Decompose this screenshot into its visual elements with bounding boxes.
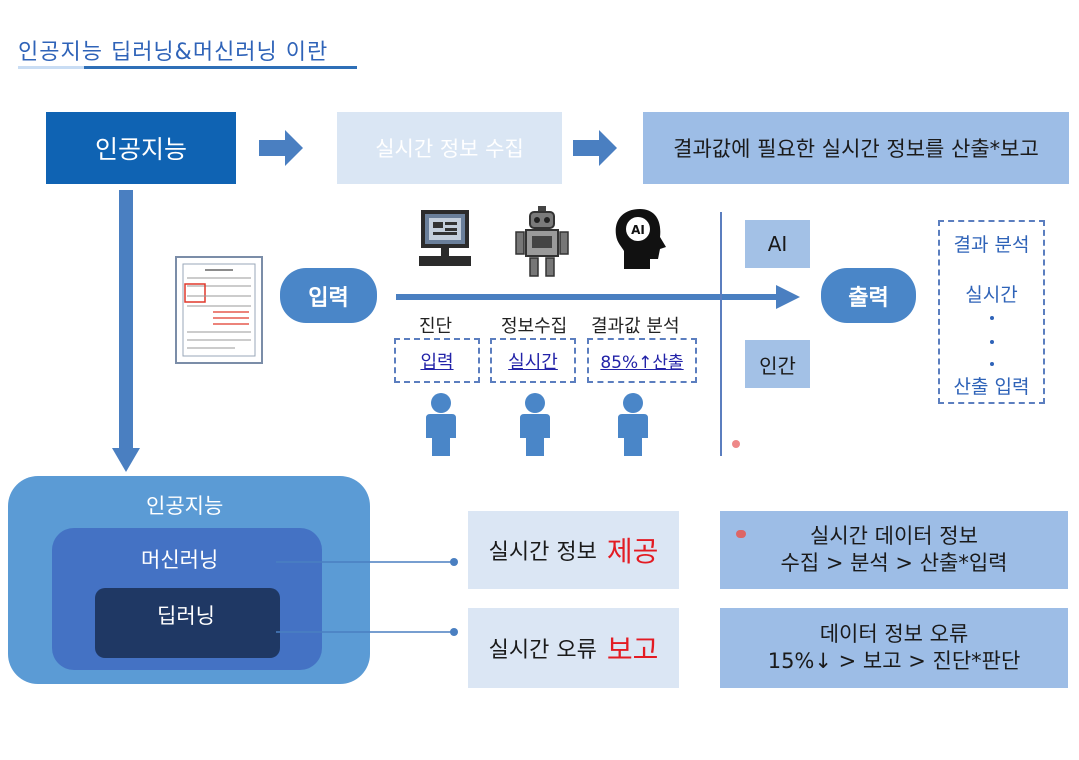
- result-box-label: 결과값에 필요한 실시간 정보를 산출*보고: [673, 137, 1039, 161]
- result-list-box: 결과 분석 실시간 산출 입력: [938, 220, 1045, 404]
- input-pill: 입력: [280, 268, 377, 323]
- ai-label-box: AI: [745, 220, 810, 268]
- result-list-dot: [990, 362, 994, 366]
- step-label-analysis: 결과값 분석: [591, 316, 680, 337]
- computer-icon: [419, 210, 471, 266]
- marker-icon: [736, 530, 746, 538]
- page-title: 인공지능 딥러닝&머신러닝 이란: [18, 40, 329, 65]
- step-value-collection: 실시간: [508, 351, 558, 373]
- svg-text:AI: AI: [631, 223, 645, 237]
- flow-arrow-2-icon: [573, 130, 617, 166]
- layer-dl-label: 딥러닝: [157, 604, 215, 628]
- result-list-bottom: 산출 입력: [953, 376, 1030, 398]
- ai-label: AI: [767, 232, 788, 256]
- provide-info-text: 실시간 정보: [488, 540, 597, 565]
- ai-box: 인공지능: [46, 112, 236, 184]
- error-process-line1: 데이터 정보 오류: [819, 621, 969, 646]
- data-process-line2: 수집 > 분석 > 산출*입력: [780, 551, 1008, 575]
- flow-arrow-1-icon: [259, 130, 303, 166]
- result-box: 결과값에 필요한 실시간 정보를 산출*보고: [643, 112, 1069, 184]
- layer-ai-label: 인공지능: [146, 494, 224, 518]
- result-list-middle: 실시간: [965, 284, 1018, 306]
- step-value-box-collection: 실시간: [490, 338, 576, 383]
- title-underline: [84, 66, 357, 69]
- provide-info-emphasis: 제공: [606, 535, 659, 568]
- realtime-collection-label: 실시간 정보 수집: [375, 137, 524, 161]
- process-arrow-icon: [396, 285, 800, 309]
- step-label-collection: 정보수집: [501, 316, 568, 337]
- down-arrow-icon: [112, 190, 140, 472]
- step-value-box-analysis: 85%↑산출: [587, 338, 697, 383]
- step-value-analysis: 85%↑산출: [600, 353, 684, 373]
- data-process-box: 실시간 데이터 정보 수집 > 분석 > 산출*입력: [720, 511, 1068, 589]
- human-label-box: 인간: [745, 340, 810, 388]
- robot-icon: [515, 206, 569, 277]
- report-error-box: 실시간 오류 보고: [468, 608, 679, 688]
- data-process-line1: 실시간 데이터 정보: [810, 523, 978, 548]
- result-list-dot: [990, 316, 994, 320]
- provide-info-box: 실시간 정보 제공: [468, 511, 679, 589]
- report-error-emphasis: 보고: [606, 633, 659, 666]
- person-icon-3: [618, 393, 648, 456]
- step-value-diagnosis: 입력: [420, 351, 454, 373]
- title-underline-accent: [18, 66, 84, 69]
- result-list-dot: [990, 340, 994, 344]
- human-label: 인간: [759, 353, 796, 378]
- layer-deep-learning: [95, 588, 280, 658]
- ai-head-icon: AI: [615, 209, 666, 269]
- report-error-text: 실시간 오류: [488, 638, 597, 663]
- error-process-line2: 15%↓ > 보고 > 진단*판단: [767, 649, 1021, 673]
- document-icon: [175, 256, 263, 364]
- connector-lines: [276, 558, 458, 636]
- layer-ml-label: 머신러닝: [141, 548, 219, 572]
- result-list-top: 결과 분석: [953, 234, 1030, 256]
- person-icon-1: [426, 393, 456, 456]
- error-process-box: 데이터 정보 오류 15%↓ > 보고 > 진단*판단: [720, 608, 1068, 688]
- realtime-collection-box: 실시간 정보 수집: [337, 112, 562, 184]
- output-pill-label: 출력: [848, 285, 889, 311]
- ai-box-label: 인공지능: [94, 135, 187, 164]
- divider-line: [720, 212, 722, 456]
- marker-dot: [732, 440, 740, 448]
- input-pill-label: 입력: [308, 285, 349, 311]
- step-value-box-diagnosis: 입력: [394, 338, 480, 383]
- output-pill: 출력: [821, 268, 916, 323]
- person-icon-2: [520, 393, 550, 456]
- step-label-diagnosis: 진단: [419, 316, 453, 337]
